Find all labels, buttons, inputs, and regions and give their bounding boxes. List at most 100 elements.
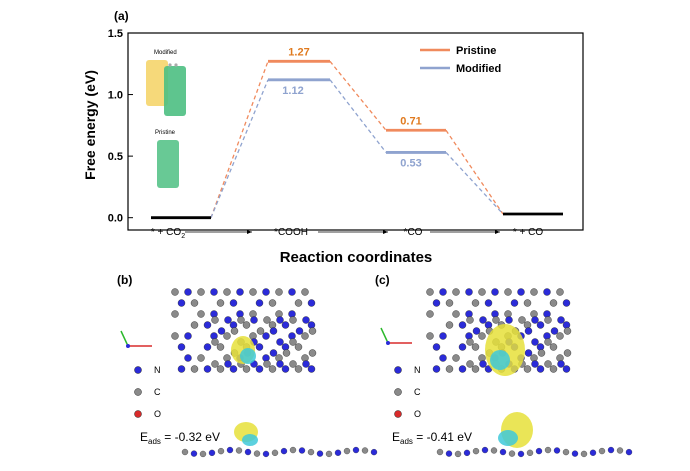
nitrogen-atom [217, 327, 226, 335]
element-swatch-N [394, 366, 402, 374]
carbon-atom [556, 332, 564, 340]
nitrogen-atom [491, 288, 499, 296]
axis-z-dot [386, 341, 390, 345]
carbon-atom [263, 316, 271, 324]
slab-atom [526, 449, 534, 456]
y-tick-label: 0.0 [108, 213, 123, 225]
slab-atom [208, 449, 216, 457]
slab-atom [361, 447, 369, 454]
element-swatch-O [394, 410, 402, 418]
slab-atom [535, 447, 543, 455]
nitrogen-atom [562, 299, 571, 307]
carbon-atom [211, 360, 219, 368]
carbon-atom [466, 360, 474, 368]
carbon-atom [289, 360, 297, 368]
reaction-arrowhead [495, 230, 500, 234]
modified-atom [168, 63, 172, 67]
connector-pristine [210, 61, 269, 218]
panel-label-b: (b) [117, 273, 132, 287]
connector-pristine [329, 60, 387, 131]
slab-atom [445, 450, 453, 457]
slab-atom [316, 450, 324, 457]
nitrogen-atom [531, 338, 539, 346]
connector-pristine [445, 129, 504, 215]
carbon-atom [216, 343, 225, 351]
slab-atom [571, 450, 579, 457]
reaction-arrowhead [383, 230, 388, 234]
carbon-atom [242, 365, 251, 373]
slab-atom [343, 447, 351, 455]
carbon-atom [223, 288, 231, 296]
slab-atom [181, 448, 189, 456]
nitrogen-atom [255, 343, 264, 351]
carbon-atom [289, 316, 297, 324]
carbon-atom [563, 327, 572, 335]
carbon-atom [268, 365, 277, 373]
nitrogen-atom [177, 299, 186, 307]
pristine-slab [157, 140, 179, 188]
nitrogen-atom [550, 327, 559, 335]
carbon-atom [275, 288, 283, 296]
carbon-atom [471, 365, 480, 373]
inset-label-pristine: Pristine [155, 130, 176, 136]
slab-atom [463, 449, 471, 457]
slab-atom [190, 450, 198, 457]
carbon-atom [237, 316, 245, 324]
eads-c: Eads = -0.41 eV [392, 430, 472, 446]
carbon-atom [301, 288, 309, 296]
nitrogen-atom [255, 365, 264, 373]
element-label-C: C [154, 387, 161, 397]
carbon-atom [523, 365, 532, 373]
slab-atom [625, 448, 633, 456]
value-label: 1.12 [282, 85, 303, 97]
carbon-atom [452, 354, 460, 362]
nitrogen-atom [224, 360, 232, 368]
slab-atom [271, 449, 279, 456]
element-label-O: O [414, 409, 421, 419]
slab-atom [616, 447, 624, 454]
structure-c [426, 288, 633, 458]
nitrogen-atom [557, 360, 565, 368]
legend-label-pristine: Pristine [456, 45, 496, 57]
charge-density-lobe [490, 350, 510, 370]
nitrogen-atom [432, 365, 441, 373]
carbon-atom [308, 349, 317, 357]
nitrogen-atom [184, 288, 192, 296]
carbon-atom [294, 299, 303, 307]
inset-label-modified: Modified [154, 50, 177, 56]
slab-atom [199, 450, 207, 458]
carbon-atom [171, 332, 179, 340]
nitrogen-atom [484, 299, 493, 307]
slab-atom [289, 446, 297, 454]
nitrogen-atom [203, 365, 212, 373]
legend: Pristine Modified [420, 45, 501, 75]
slab-atom [454, 450, 462, 458]
carbon-atom [478, 332, 486, 340]
nitrogen-atom [536, 321, 545, 329]
free-energy-chart: 0.00.51.01.5 1.271.120.710.53 * + CO2*CO… [82, 28, 584, 266]
nitrogen-atom [184, 332, 192, 340]
nitrogen-atom [439, 354, 447, 362]
nitrogen-atom [524, 349, 533, 357]
element-swatch-C [134, 388, 142, 396]
nitrogen-atom [281, 365, 290, 373]
element-swatch-O [134, 410, 142, 418]
carbon-atom [294, 343, 303, 351]
x-category-label: * + CO2 [151, 227, 185, 240]
carbon-atom [223, 332, 231, 340]
nitrogen-atom [432, 299, 441, 307]
element-legend-b: NCO [134, 365, 161, 419]
x-categories: * + CO2*COOH*CO* + CO [151, 227, 543, 240]
element-label-C: C [414, 387, 421, 397]
connector-modified [210, 79, 269, 218]
carbon-atom [466, 316, 474, 324]
plot-frame [127, 32, 584, 231]
value-label: 1.27 [288, 46, 309, 58]
carbon-atom [211, 316, 219, 324]
element-swatch-C [394, 388, 402, 396]
nitrogen-atom [302, 316, 310, 324]
eads-b: Eads = -0.32 eV [140, 430, 220, 446]
carbon-atom [294, 365, 303, 373]
carbon-atom [478, 288, 486, 296]
nitrogen-atom [562, 365, 571, 373]
